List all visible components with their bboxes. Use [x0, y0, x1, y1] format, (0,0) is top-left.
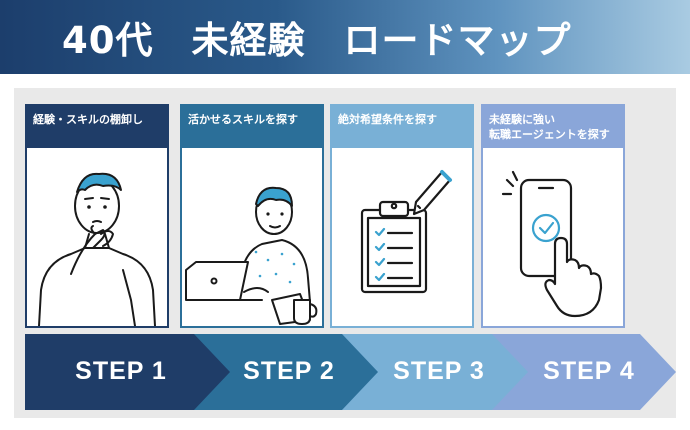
step-4-panel: 未経験に強い 転職エージェントを探す [481, 104, 625, 328]
step-1-panel: 経験・スキルの棚卸し [25, 104, 169, 328]
step-4-arrow [492, 334, 676, 410]
step-1-header: 経験・スキルの棚卸し [27, 106, 167, 148]
page-title: 40代 未経験 ロードマップ [62, 19, 572, 62]
step-3-arrow [342, 334, 530, 410]
step-1-arrow [25, 334, 232, 410]
smartphone-tap-icon [501, 170, 603, 318]
step-3-header: 絶対希望条件を探す [332, 106, 472, 148]
step-2-header: 活かせるスキルを探す [182, 106, 322, 148]
step-3-label: STEP 3 [393, 356, 485, 385]
step-2-panel: 活かせるスキルを探す [180, 104, 324, 328]
step-4-label: STEP 4 [543, 356, 635, 385]
step-2-label: STEP 2 [243, 356, 335, 385]
step-4-header: 未経験に強い 転職エージェントを探す [483, 106, 623, 148]
step-1-label: STEP 1 [75, 356, 167, 385]
laptop-worker-icon [185, 186, 318, 325]
thinking-man-icon [38, 172, 156, 326]
step-3-panel: 絶対希望条件を探す [330, 104, 474, 328]
clipboard-checklist-icon [360, 170, 452, 294]
step-2-arrow [194, 334, 380, 410]
title-banner: 40代 未経験 ロードマップ [0, 0, 690, 74]
